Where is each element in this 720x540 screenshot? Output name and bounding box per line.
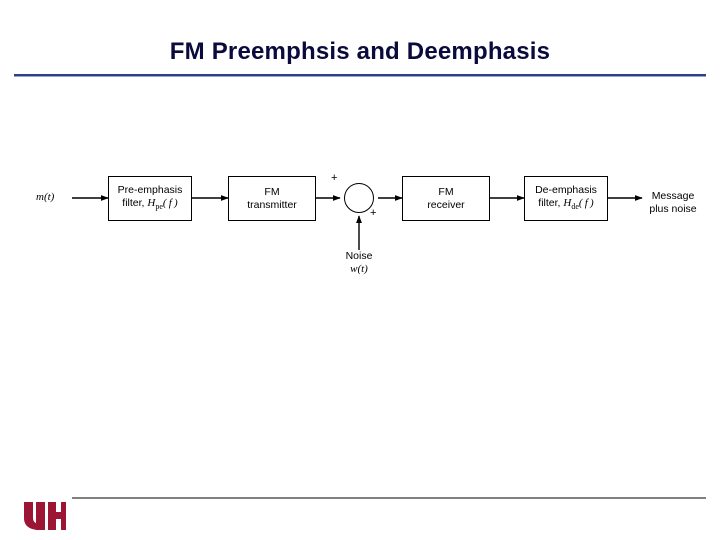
block-fm-receiver-line2: receiver bbox=[427, 198, 465, 211]
block-fm-transmitter-line2: transmitter bbox=[247, 198, 297, 211]
block-fm-transmitter-line1: FM bbox=[264, 185, 280, 198]
block-de-emphasis-line1: De-emphasis bbox=[535, 183, 597, 196]
uh-logo-icon bbox=[24, 502, 66, 530]
summing-junction[interactable] bbox=[344, 183, 374, 213]
input-signal-label: m(t) bbox=[36, 191, 54, 204]
summing-junction-sign-right: + bbox=[370, 207, 377, 219]
output-signal-line2: plus noise bbox=[649, 203, 697, 215]
noise-source-line1: Noise bbox=[345, 250, 373, 262]
block-fm-transmitter[interactable]: FM transmitter bbox=[228, 176, 316, 221]
footer-divider bbox=[72, 497, 706, 499]
block-fm-receiver[interactable]: FM receiver bbox=[402, 176, 490, 221]
diagram-connectors bbox=[72, 195, 643, 250]
page-title: FM Preemphsis and Deemphasis bbox=[169, 38, 551, 65]
block-de-emphasis-line2: filter, Hde( f ) bbox=[538, 196, 594, 212]
block-fm-receiver-line1: FM bbox=[438, 185, 454, 198]
noise-source-line2: w(t) bbox=[350, 263, 368, 275]
output-signal-label: Message plus noise bbox=[638, 190, 708, 216]
summing-junction-sign-top: + bbox=[331, 172, 338, 184]
title-divider-line-primary bbox=[14, 74, 706, 76]
title-divider bbox=[14, 74, 706, 78]
block-diagram: m(t) Pre-emphasis filter, Hpe( f ) FM tr… bbox=[28, 150, 708, 300]
output-signal-line1: Message bbox=[651, 190, 695, 202]
noise-source-label: Noise w(t) bbox=[328, 250, 390, 276]
block-pre-emphasis-line1: Pre-emphasis bbox=[117, 183, 183, 196]
title-divider-line-secondary bbox=[14, 76, 706, 77]
block-de-emphasis[interactable]: De-emphasis filter, Hde( f ) bbox=[524, 176, 608, 221]
block-pre-emphasis[interactable]: Pre-emphasis filter, Hpe( f ) bbox=[108, 176, 192, 221]
input-signal-text: m(t) bbox=[36, 191, 55, 203]
block-pre-emphasis-line2: filter, Hpe( f ) bbox=[122, 196, 178, 212]
